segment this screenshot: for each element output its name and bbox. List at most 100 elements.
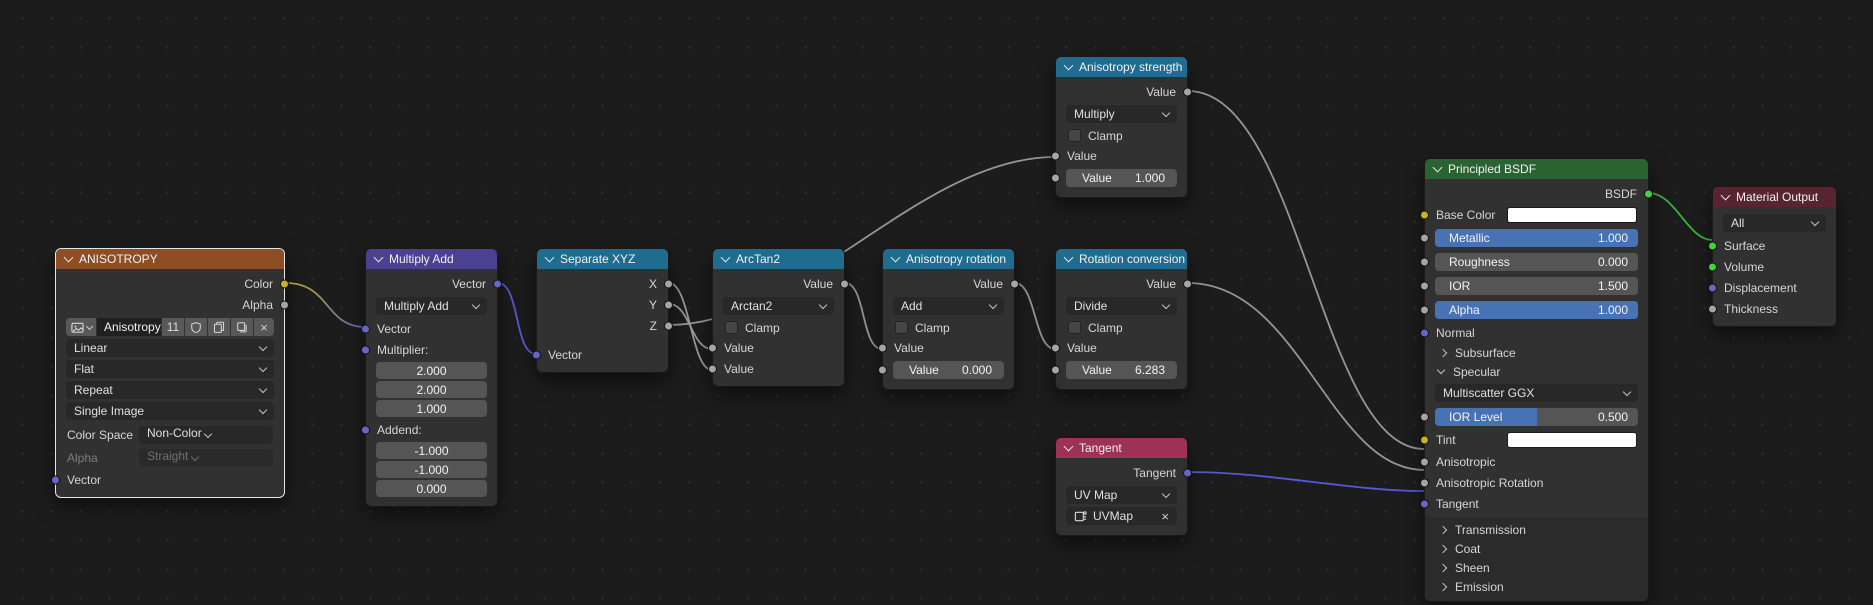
color-space-dropdown[interactable]: Non-Color (139, 426, 273, 444)
addend-x-field[interactable]: -1.000 (376, 442, 487, 459)
clamp-checkbox[interactable] (895, 321, 908, 334)
node-arctan2[interactable]: ArcTan2 Value Arctan2 Clamp Value Value (712, 248, 845, 387)
users-count-button[interactable]: 11 (162, 318, 184, 336)
socket-x-output[interactable] (664, 279, 673, 288)
socket-vector-input[interactable] (361, 324, 370, 333)
collapse-icon[interactable] (1433, 163, 1443, 173)
node-anisotropy-rotation[interactable]: Anisotropy rotation Value Add Clamp Valu… (882, 248, 1015, 390)
roughness-slider[interactable]: Roughness 0.000 (1435, 253, 1638, 271)
panel-sheen[interactable]: Sheen (1425, 558, 1648, 577)
collapse-icon[interactable] (1721, 191, 1731, 201)
socket-vector-input[interactable] (532, 350, 541, 359)
panel-subsurface[interactable]: Subsurface (1425, 343, 1648, 362)
new-image-button[interactable] (208, 318, 230, 336)
value-number-field[interactable]: Value 6.283 (1066, 361, 1177, 379)
socket-y-output[interactable] (664, 300, 673, 309)
operation-dropdown[interactable]: Divide (1066, 297, 1177, 315)
image-name-field[interactable]: Anisotropy... (97, 318, 161, 336)
socket-addend-input[interactable] (361, 425, 370, 434)
collapse-icon[interactable] (1064, 442, 1074, 452)
node-header[interactable]: Anisotropy rotation (883, 249, 1014, 269)
node-principled-bsdf[interactable]: Principled BSDF BSDF Base Color Metallic… (1424, 158, 1649, 602)
clamp-checkbox[interactable] (1068, 129, 1081, 142)
unpack-button[interactable] (231, 318, 253, 336)
uv-map-field[interactable]: UVMap × (1066, 507, 1177, 525)
clamp-checkbox[interactable] (1068, 321, 1081, 334)
node-header[interactable]: ANISOTROPY (56, 249, 284, 269)
socket-z-output[interactable] (664, 321, 673, 330)
socket-displacement-input[interactable] (1708, 283, 1717, 292)
projection-dropdown[interactable]: Flat (66, 360, 274, 378)
socket-value1-input[interactable] (1051, 343, 1060, 352)
extension-dropdown[interactable]: Repeat (66, 381, 274, 399)
socket-value-output[interactable] (1183, 279, 1192, 288)
socket-value1-input[interactable] (1051, 151, 1060, 160)
socket-value2-input[interactable] (708, 364, 717, 373)
collapse-icon[interactable] (891, 253, 901, 263)
tint-swatch[interactable] (1507, 432, 1637, 448)
collapse-icon[interactable] (374, 253, 384, 263)
alpha-slider[interactable]: Alpha 1.000 (1435, 301, 1638, 319)
node-header[interactable]: Principled BSDF (1425, 159, 1648, 179)
socket-thickness-input[interactable] (1708, 304, 1717, 313)
unlink-image-button[interactable]: × (254, 318, 274, 336)
socket-value-output[interactable] (1010, 279, 1019, 288)
multiplier-x-field[interactable]: 2.000 (376, 362, 487, 379)
socket-vector-input[interactable] (51, 475, 60, 484)
target-dropdown[interactable]: All (1723, 214, 1826, 232)
node-separate-xyz[interactable]: Separate XYZ X Y Z Vector (536, 248, 669, 373)
fake-user-button[interactable] (185, 318, 207, 336)
source-dropdown[interactable]: Single Image (66, 402, 274, 420)
socket-normal-input[interactable] (1420, 328, 1429, 337)
socket-value1-input[interactable] (878, 343, 887, 352)
socket-value2-input[interactable] (1051, 366, 1060, 375)
metallic-slider[interactable]: Metallic 1.000 (1435, 229, 1638, 247)
panel-specular[interactable]: Specular (1425, 362, 1648, 381)
socket-tangent-input[interactable] (1420, 499, 1429, 508)
addend-y-field[interactable]: -1.000 (376, 461, 487, 478)
socket-roughness-input[interactable] (1420, 258, 1429, 267)
node-header[interactable]: Anisotropy strength (1056, 57, 1187, 77)
socket-multiplier-input[interactable] (361, 345, 370, 354)
multiplier-z-field[interactable]: 1.000 (376, 400, 487, 417)
collapse-icon[interactable] (1064, 253, 1074, 263)
collapse-icon[interactable] (64, 253, 74, 263)
socket-surface-input[interactable] (1708, 241, 1717, 250)
image-browse-button[interactable] (66, 318, 96, 336)
node-anisotropy-texture[interactable]: ANISOTROPY Color Alpha (55, 248, 285, 498)
node-header[interactable]: ArcTan2 (713, 249, 844, 269)
collapse-icon[interactable] (545, 253, 555, 263)
socket-metallic-input[interactable] (1420, 234, 1429, 243)
panel-emission[interactable]: Emission (1425, 577, 1648, 596)
node-rotation-conversion[interactable]: Rotation conversion Value Divide Clamp V… (1055, 248, 1188, 390)
ior-level-slider[interactable]: IOR Level 0.500 (1435, 408, 1638, 426)
clear-uv-map-button[interactable]: × (1161, 510, 1169, 523)
value-number-field[interactable]: Value 1.000 (1066, 169, 1177, 187)
socket-value1-input[interactable] (708, 343, 717, 352)
panel-transmission[interactable]: Transmission (1425, 520, 1648, 539)
node-tangent[interactable]: Tangent Tangent UV Map UVMap (1055, 437, 1188, 536)
socket-ior-input[interactable] (1420, 282, 1429, 291)
socket-tint-input[interactable] (1420, 436, 1429, 445)
clamp-checkbox[interactable] (725, 321, 738, 334)
socket-anisotropic-input[interactable] (1420, 457, 1429, 466)
socket-value-output[interactable] (1183, 87, 1192, 96)
base-color-swatch[interactable] (1507, 207, 1637, 223)
value-number-field[interactable]: Value 0.000 (893, 361, 1004, 379)
socket-value-output[interactable] (840, 279, 849, 288)
node-header[interactable]: Separate XYZ (537, 249, 668, 269)
direction-type-dropdown[interactable]: UV Map (1066, 486, 1177, 504)
collapse-icon[interactable] (721, 253, 731, 263)
operation-dropdown[interactable]: Add (893, 297, 1004, 315)
ior-slider[interactable]: IOR 1.500 (1435, 277, 1638, 295)
node-header[interactable]: Material Output (1713, 187, 1836, 207)
collapse-icon[interactable] (1064, 61, 1074, 71)
node-multiply-add[interactable]: Multiply Add Vector Multiply Add Vector … (365, 248, 498, 507)
node-anisotropy-strength[interactable]: Anisotropy strength Value Multiply Clamp… (1055, 56, 1188, 198)
node-material-output[interactable]: Material Output All Surface Volume Displ… (1712, 186, 1837, 327)
distribution-dropdown[interactable]: Multiscatter GGX (1435, 384, 1638, 402)
panel-coat[interactable]: Coat (1425, 539, 1648, 558)
socket-bsdf-output[interactable] (1644, 189, 1653, 198)
operation-dropdown[interactable]: Multiply Add (376, 297, 487, 315)
